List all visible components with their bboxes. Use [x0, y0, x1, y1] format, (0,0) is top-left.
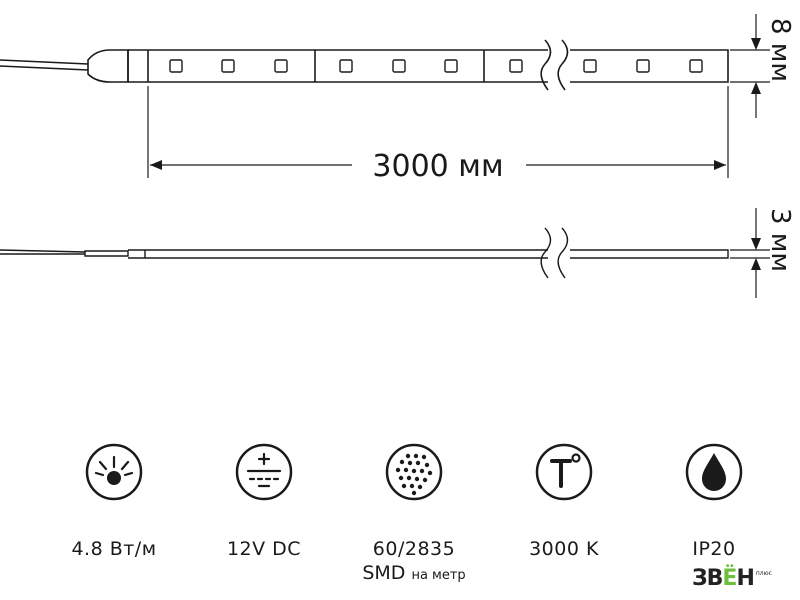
- led-chip: [339, 59, 353, 73]
- led-chip: [689, 59, 703, 73]
- thickness-dimension: [730, 208, 770, 298]
- width-dimension: [730, 14, 770, 118]
- spec-voltage: 12V DC: [194, 440, 334, 560]
- spec-ip: IP20: [644, 440, 784, 560]
- spec-temperature: 3000 K: [494, 440, 634, 560]
- spec-voltage-label: 12V DC: [226, 538, 302, 560]
- temperature-icon: [535, 443, 593, 501]
- led-chip: [583, 59, 597, 73]
- led-chip: [636, 59, 650, 73]
- spec-leds-sub-small: на метр: [411, 568, 466, 583]
- brand-logo: ЗВЁН плюс: [692, 565, 772, 591]
- break-mark: [557, 227, 569, 279]
- led-chip: [221, 59, 235, 73]
- led-chips: [169, 59, 703, 73]
- length-label: 3000 мм: [372, 149, 503, 184]
- break-mark: [557, 39, 569, 91]
- width-label: 8 мм: [765, 18, 795, 82]
- water-drop-icon: [685, 443, 743, 501]
- thickness-label: 3 мм: [765, 208, 795, 272]
- connector: [84, 250, 129, 257]
- spec-power-label: 4.8 Вт/м: [71, 538, 157, 560]
- led-chip: [392, 59, 406, 73]
- connector: [87, 49, 129, 83]
- led-chip: [509, 59, 523, 73]
- spec-leds: 60/2835 SMD на метр: [344, 440, 484, 584]
- strip-body-right: [570, 49, 729, 83]
- spec-ip-label: IP20: [692, 538, 736, 560]
- wire: [0, 249, 86, 253]
- led-chip: [444, 59, 458, 73]
- dc-voltage-icon: [235, 443, 293, 501]
- brand-wordmark: ЗВЁН: [692, 566, 755, 591]
- power-icon: [85, 443, 143, 501]
- spec-leds-sublabel: SMD на метр: [344, 562, 484, 584]
- spec-leds-label: 60/2835: [372, 538, 456, 560]
- length-dimension: [147, 86, 729, 178]
- spec-leds-sub-main: SMD: [362, 562, 406, 584]
- break-mark: [540, 227, 552, 279]
- led-chip: [169, 59, 183, 73]
- spec-temperature-label: 3000 K: [529, 538, 599, 560]
- break-mark: [540, 39, 552, 91]
- brand-tag: плюс: [755, 570, 772, 577]
- wire: [0, 65, 89, 71]
- strip-top-view: [0, 39, 729, 91]
- strip-body-left: [128, 49, 548, 83]
- led-chip: [274, 59, 288, 73]
- spec-power: 4.8 Вт/м: [44, 440, 184, 560]
- wire: [0, 59, 89, 65]
- led-matrix-icon: [385, 443, 443, 501]
- strip-side-view: [0, 227, 729, 279]
